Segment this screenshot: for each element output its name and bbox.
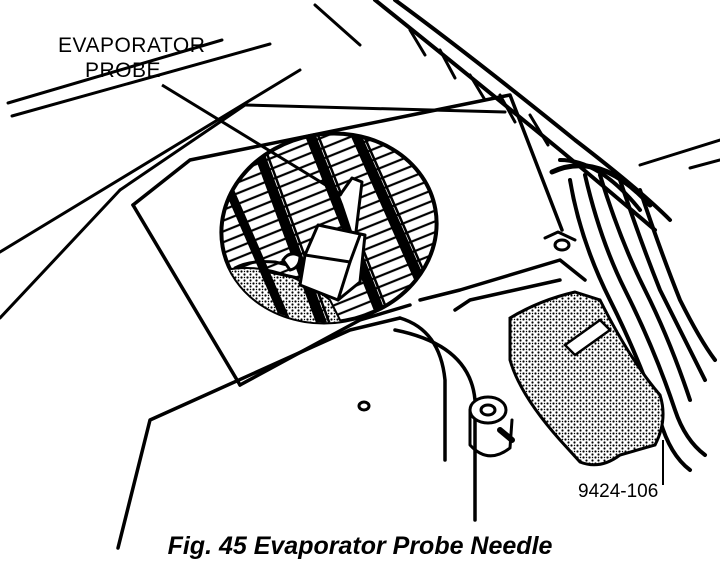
- mounting-bolt: [543, 230, 577, 252]
- figure-caption: Fig. 45 Evaporator Probe Needle: [167, 532, 553, 560]
- callout-label-line2: PROBE: [85, 59, 161, 82]
- connector-block: [508, 290, 665, 467]
- probe-needle: [233, 176, 367, 302]
- callout-leader-line: [161, 83, 343, 197]
- standoff-nut: [357, 395, 515, 458]
- housing-panel: [116, 93, 587, 550]
- wiring-harness: [373, 0, 717, 472]
- background-panel-lines: [0, 3, 720, 320]
- callout-label-line1: EVAPORATOR: [58, 34, 205, 57]
- part-number-label: 9424-106: [578, 481, 658, 502]
